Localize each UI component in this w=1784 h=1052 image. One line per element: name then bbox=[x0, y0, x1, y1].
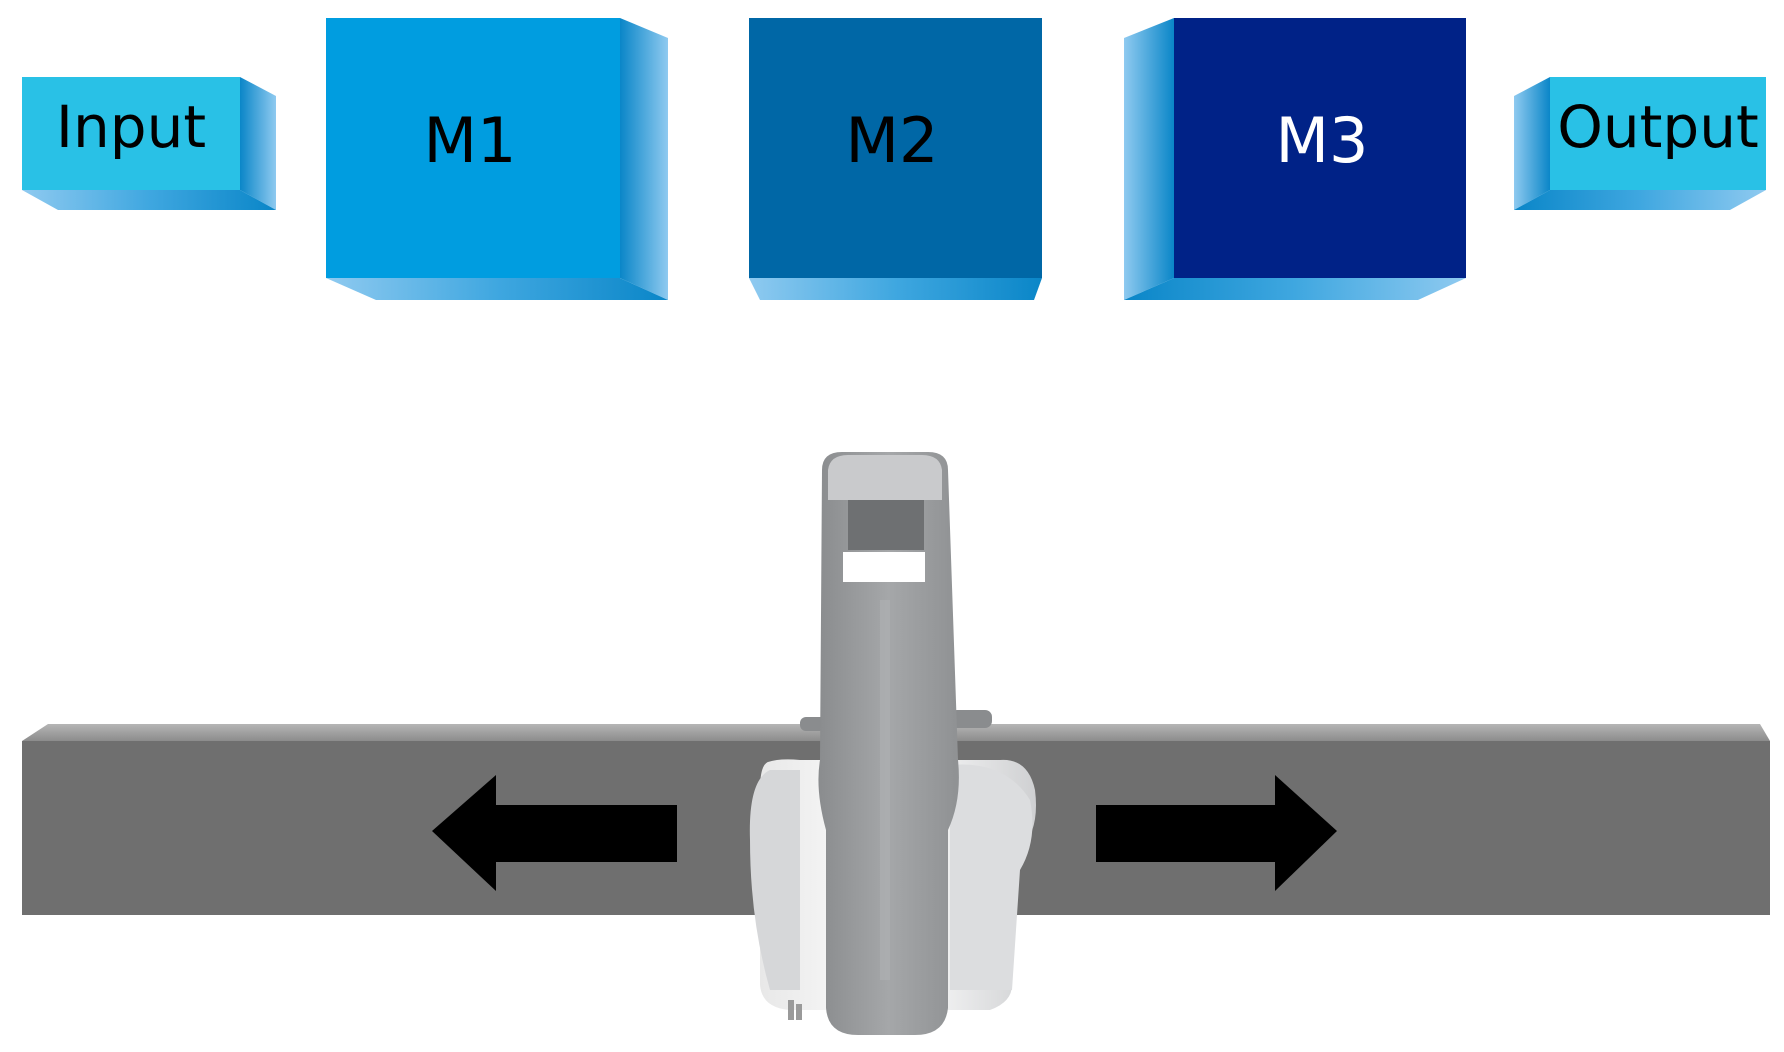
robot-arm bbox=[749, 452, 1036, 1035]
m2-label: M2 bbox=[846, 104, 939, 177]
input-block-side bbox=[240, 77, 276, 210]
input-block-bottom bbox=[22, 190, 276, 210]
input-block-face bbox=[22, 77, 240, 190]
machine-m3: M3 bbox=[1124, 18, 1466, 300]
m1-side bbox=[620, 18, 668, 300]
m1-label: M1 bbox=[424, 104, 517, 177]
left-arrow-icon bbox=[432, 775, 677, 891]
input-block: Input bbox=[22, 77, 276, 210]
robot-arm-highlight bbox=[880, 600, 890, 980]
output-label: Output bbox=[1557, 93, 1758, 161]
m1-face bbox=[326, 18, 620, 278]
m3-side bbox=[1124, 18, 1174, 300]
m1-bottom bbox=[326, 278, 668, 300]
output-block-bottom bbox=[1514, 190, 1766, 210]
m3-label: M3 bbox=[1276, 104, 1369, 177]
robot-arm-window-light bbox=[843, 552, 925, 582]
robot-pulley-left bbox=[749, 770, 800, 990]
output-block-face bbox=[1550, 77, 1766, 190]
robot-arm-top-cap bbox=[828, 455, 942, 500]
output-block: Output bbox=[1514, 77, 1766, 210]
m3-bottom bbox=[1124, 278, 1466, 300]
machine-m2: M2 bbox=[749, 18, 1042, 300]
robot-shoulder-cap-right bbox=[950, 710, 992, 728]
robot-arm-window bbox=[848, 500, 924, 550]
m2-face bbox=[749, 18, 1042, 278]
robot-foot-left bbox=[788, 1000, 794, 1020]
robot-pulley-right bbox=[950, 764, 1033, 990]
m3-face bbox=[1174, 18, 1466, 278]
m2-bottom bbox=[749, 278, 1042, 300]
output-block-side bbox=[1514, 77, 1550, 210]
machine-m1: M1 bbox=[326, 18, 668, 300]
right-arrow-icon bbox=[1096, 775, 1337, 891]
robot-foot-right bbox=[796, 1004, 802, 1020]
input-label: Input bbox=[56, 93, 206, 161]
